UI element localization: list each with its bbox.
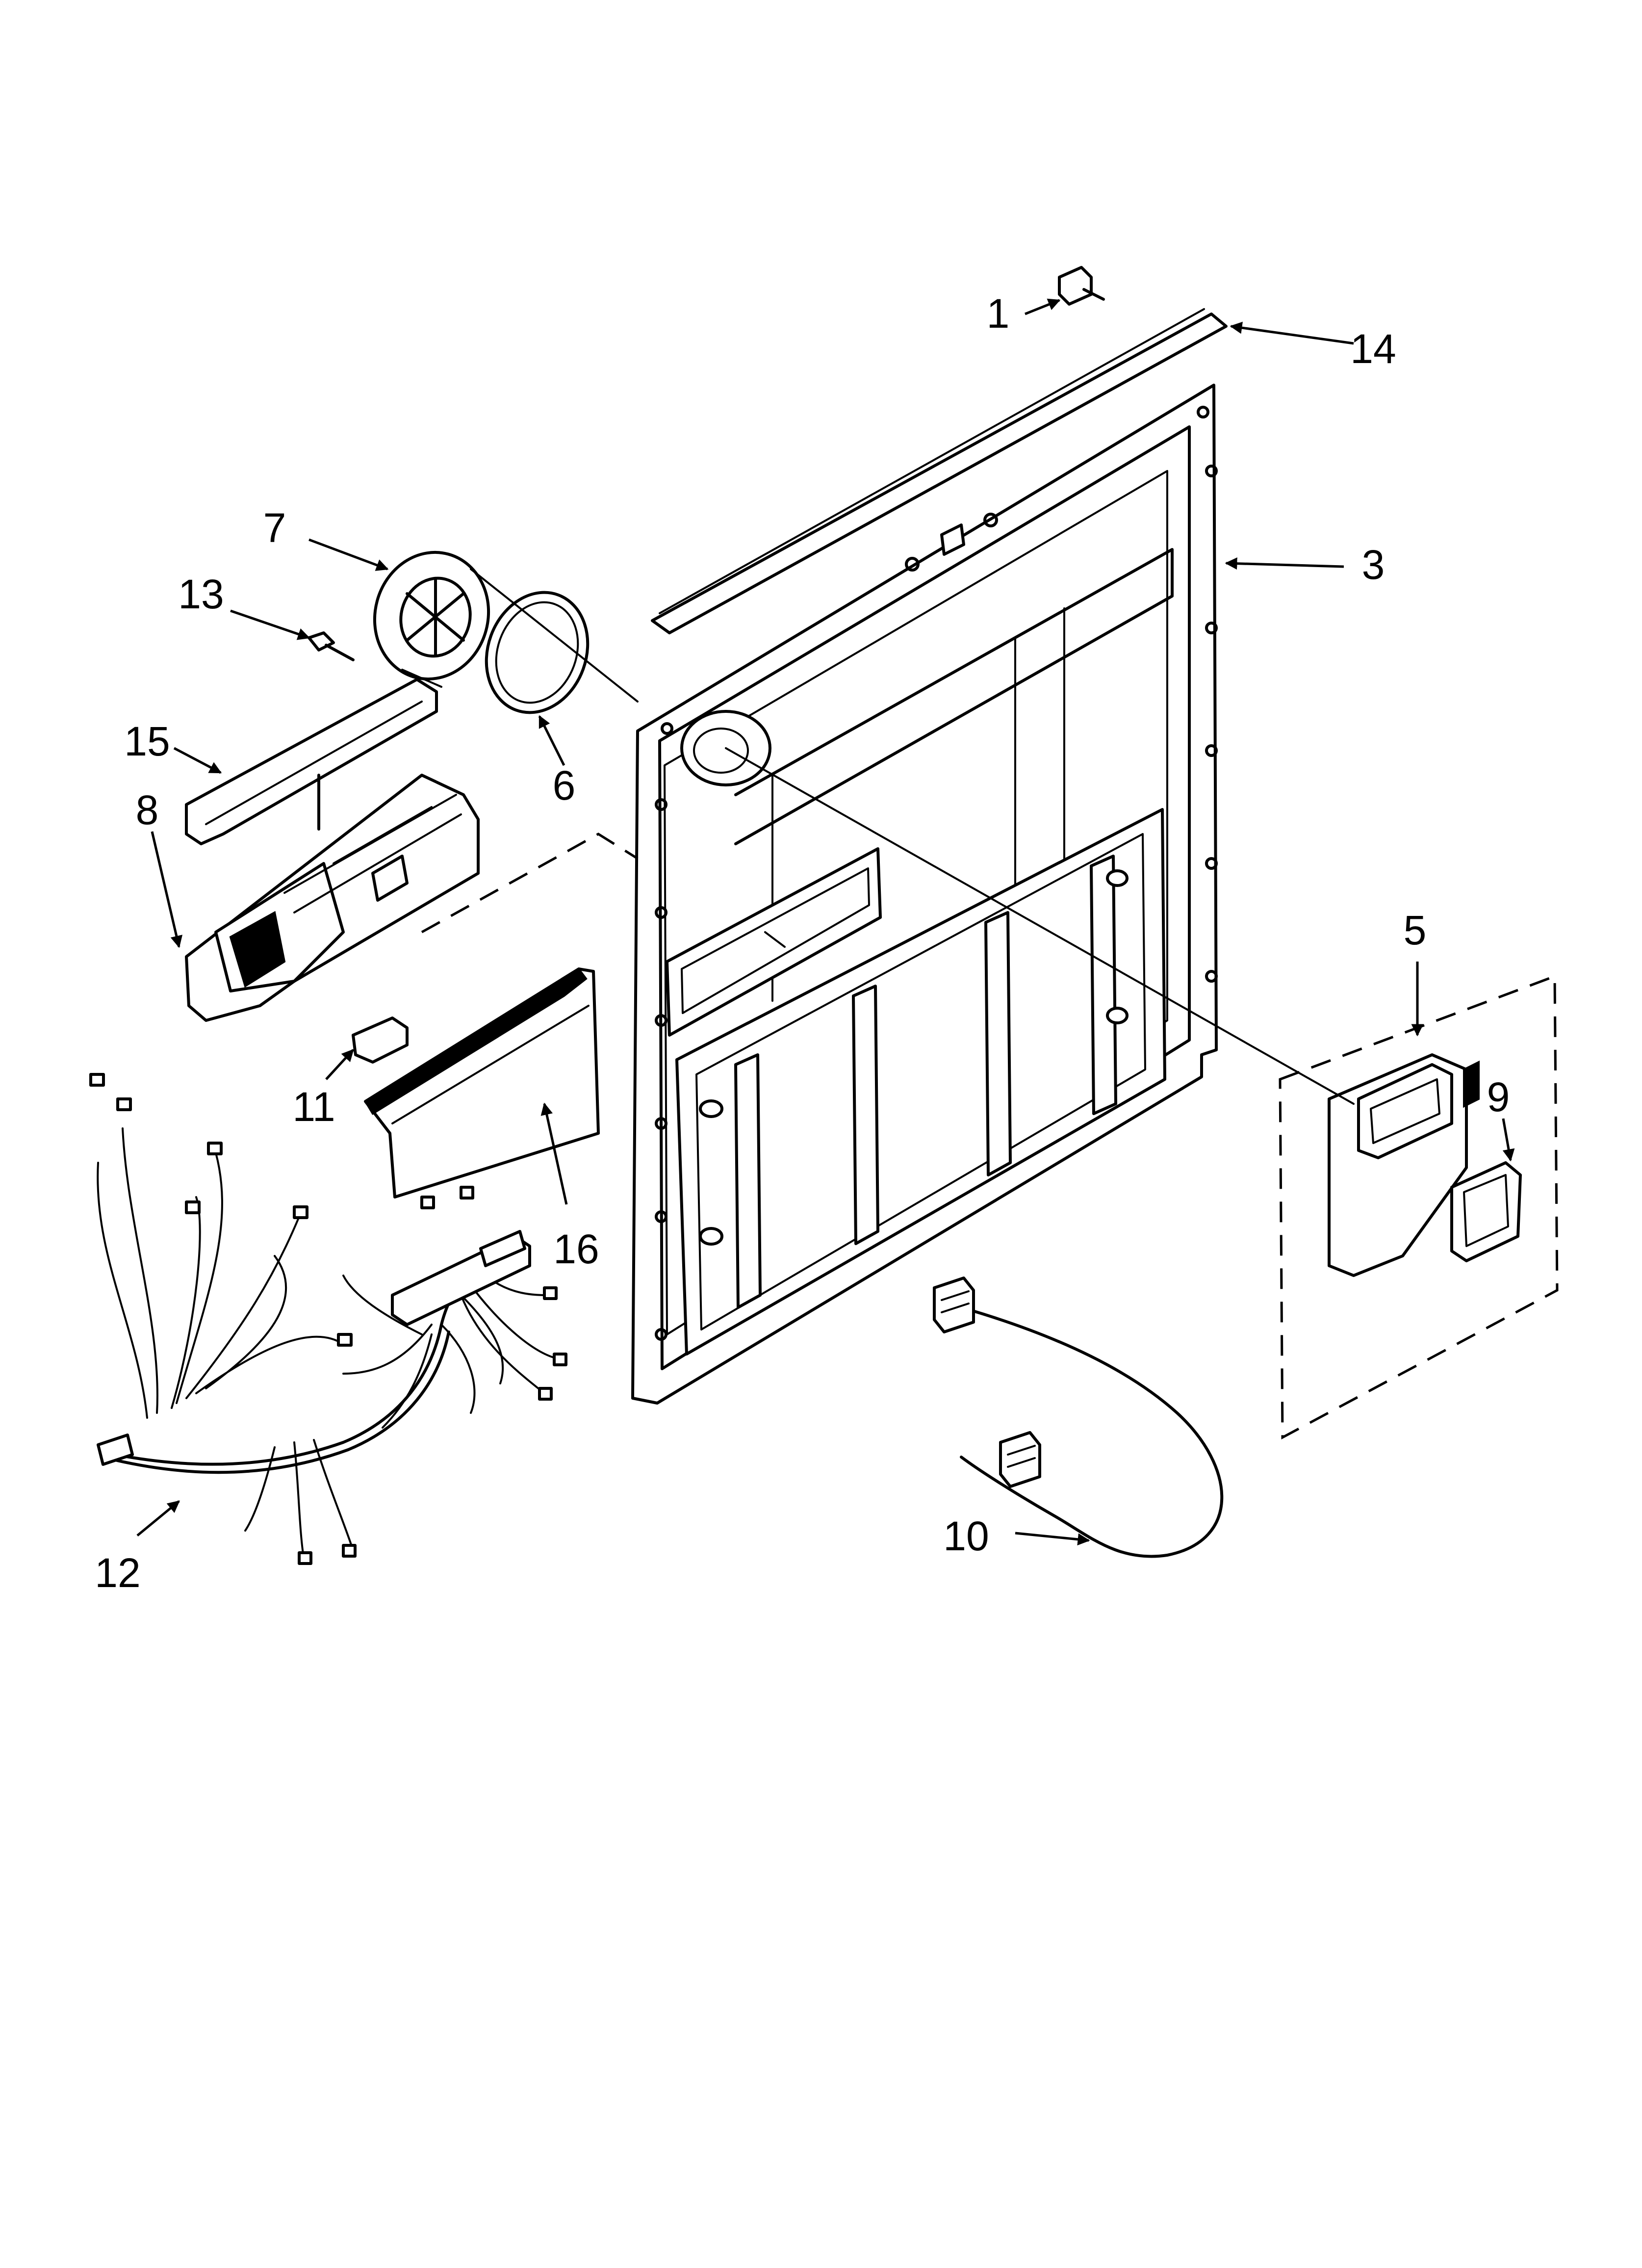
connector-harness — [933, 1277, 1224, 1558]
screw-13 — [308, 631, 355, 661]
callout-7: 7 — [263, 505, 286, 551]
callout-3: 3 — [1362, 542, 1385, 588]
insulation-pad — [364, 967, 600, 1199]
callout-5: 5 — [1404, 907, 1427, 953]
callout-16: 16 — [553, 1226, 599, 1272]
callout-labels: 1 3 5 6 7 8 9 10 11 12 13 14 15 16 — [95, 290, 1510, 1596]
callout-8: 8 — [136, 787, 159, 833]
screw-1 — [1058, 266, 1105, 306]
callout-12: 12 — [95, 1550, 140, 1596]
callout-1: 1 — [987, 290, 1010, 337]
mounting-clip — [352, 1017, 409, 1064]
callout-15: 15 — [124, 718, 170, 764]
bracket — [185, 678, 438, 845]
vent-cap — [373, 550, 490, 681]
callout-11: 11 — [292, 1084, 335, 1130]
inner-door-panel — [631, 384, 1218, 1405]
detergent-dispenser — [185, 774, 480, 1022]
callout-6: 6 — [553, 762, 576, 808]
vent-gasket — [1450, 1161, 1522, 1262]
callout-10: 10 — [943, 1513, 989, 1559]
callout-14: 14 — [1350, 326, 1396, 372]
vent-assembly — [1279, 974, 1559, 1440]
callout-leaders — [136, 298, 1515, 1546]
callout-13: 13 — [178, 571, 224, 617]
main-wire-harness — [89, 1073, 567, 1565]
callout-9: 9 — [1487, 1074, 1510, 1120]
alignment-lines — [401, 568, 1355, 1105]
gasket-ring — [485, 591, 590, 714]
top-trim-strip — [651, 308, 1228, 634]
